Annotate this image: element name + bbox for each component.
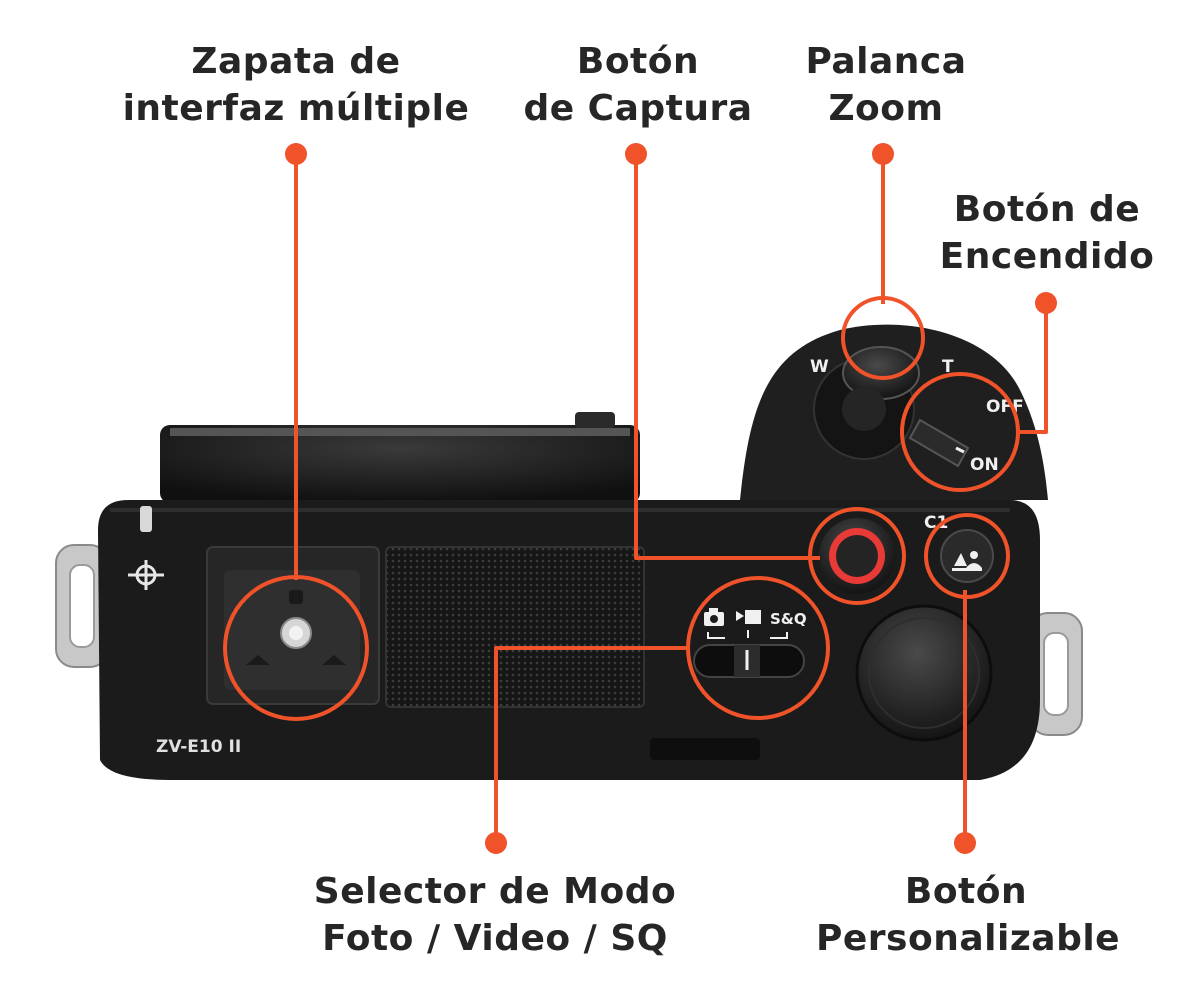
zoom-t-label: T <box>942 357 954 377</box>
power-off-label: OFF <box>986 397 1024 417</box>
zoom-lever <box>813 346 920 460</box>
label-custom-button: Botón Personalizable <box>816 871 1121 959</box>
camera-icon <box>704 608 724 626</box>
custom-button <box>940 529 994 583</box>
scene-icon <box>952 551 982 571</box>
zoom-w-label: W <box>810 357 829 377</box>
callout-dots <box>285 143 1057 854</box>
mode-sq-label: S&Q <box>770 610 807 628</box>
left-strap-lug <box>55 544 109 668</box>
hot-shoe <box>206 546 380 705</box>
right-strap-lug <box>1029 612 1083 736</box>
shutter-button <box>819 518 895 594</box>
mode-selector: S&Q <box>693 608 807 678</box>
control-dial <box>855 604 993 742</box>
callout-lines <box>223 154 1048 843</box>
power-switch <box>908 418 970 468</box>
microphone-grill <box>385 546 645 708</box>
label-power: Botón de Encendido <box>939 189 1155 277</box>
power-on-label: ON <box>970 455 999 475</box>
video-icon <box>736 610 761 624</box>
label-mode-selector: Selector de Modo Foto / Video / SQ <box>313 871 677 959</box>
c1-label: C1 <box>924 513 948 533</box>
model-name: ZV-E10 II <box>156 737 241 757</box>
label-zoom: Palanca Zoom <box>805 41 967 129</box>
focus-plane-icon <box>128 560 164 590</box>
lens-mount <box>160 412 640 503</box>
label-hot-shoe: Zapata de interfaz múltiple <box>122 41 470 129</box>
label-shutter: Botón de Captura <box>523 41 753 129</box>
